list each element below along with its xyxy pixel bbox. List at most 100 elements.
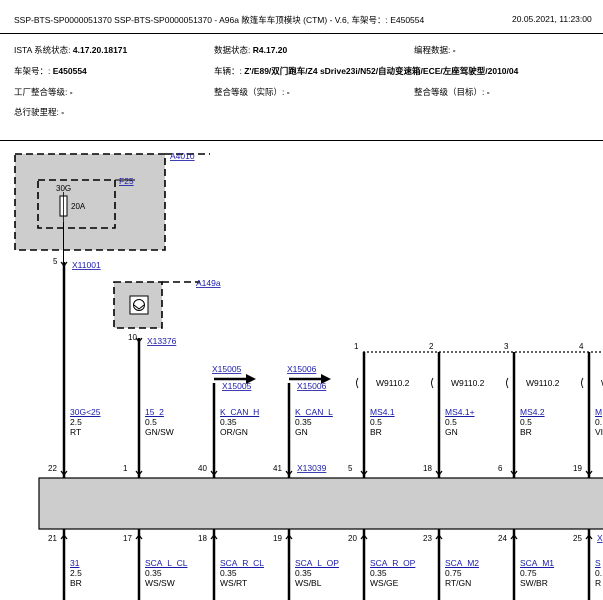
signal-link[interactable]: S: [595, 558, 601, 568]
wire-color: SW/BR: [520, 578, 548, 588]
pin-number: 22: [48, 464, 57, 473]
signal-link[interactable]: MS4.1+: [445, 407, 475, 417]
connector-mark: [585, 534, 593, 540]
connector-link[interactable]: X11001: [72, 260, 101, 270]
signal-link[interactable]: SCA_R_CL: [220, 558, 264, 568]
bus-connector-link[interactable]: X15005: [212, 364, 242, 374]
connector-mark: [285, 470, 293, 476]
vin: 车架号：: E450554: [14, 66, 87, 76]
vehicle: 车辆：: Z'/E89/双门跑车/Z4 sDrive23i/N52/自动变速箱/…: [214, 66, 519, 76]
fuse-terminal-label: 30G: [56, 184, 71, 193]
wire-size: 2.5: [70, 568, 82, 578]
connector-mark: [135, 337, 143, 343]
splice-label: W9110.2: [376, 378, 410, 388]
splice-label: W: [601, 378, 603, 388]
signal-link[interactable]: 31: [70, 558, 80, 568]
wire-size: 0.: [595, 568, 603, 578]
pin-number: 19: [273, 534, 282, 543]
pin-number: 19: [573, 464, 582, 473]
wire-size: 0.75: [445, 568, 462, 578]
wire-label-31: 31 2.5 BR: [70, 558, 82, 588]
pin-number: 18: [198, 534, 207, 543]
wire-label-sca-r-cl: SCA_R_CL 0.35 WS/RT: [220, 558, 264, 588]
wire-color: WS/GE: [370, 578, 399, 588]
switch-icon: [129, 295, 149, 315]
wire-label-m-partial: M 0. VI: [595, 407, 603, 437]
wire-color: GN: [295, 427, 308, 437]
wire-size: 0.35: [370, 568, 387, 578]
print-datetime: 20.05.2021, 11:23:00: [512, 14, 592, 24]
signal-link[interactable]: K_CAN_L: [295, 407, 333, 417]
wire-size: 0.35: [145, 568, 162, 578]
signal-link[interactable]: 30G<25: [70, 407, 101, 417]
pin-number: 6: [498, 464, 503, 473]
signal-link[interactable]: M: [595, 407, 603, 417]
wire-color: BR: [70, 578, 82, 588]
fusebox-id-link[interactable]: A4010: [170, 151, 195, 161]
signal-link[interactable]: SCA_R_OP: [370, 558, 416, 568]
component-id-link[interactable]: A149a: [196, 278, 221, 288]
splice-pin: 3: [504, 342, 509, 351]
pin-number: 18: [423, 464, 432, 473]
signal-link[interactable]: SCA_M1: [520, 558, 555, 568]
factory-integration-level: 工厂整合等级: -: [14, 87, 73, 97]
splice-pin: 1: [354, 342, 359, 351]
info-divider: [0, 140, 603, 141]
pin-number: 17: [123, 534, 132, 543]
wire-label-s-partial: S 0. R: [595, 558, 602, 588]
connector-link[interactable]: X: [597, 533, 603, 543]
signal-link[interactable]: 15_2: [145, 407, 164, 417]
splice-pin: 2: [429, 342, 434, 351]
signal-link[interactable]: SCA_L_CL: [145, 558, 188, 568]
wire-size: 0.5: [445, 417, 457, 427]
wire-color: BR: [520, 427, 532, 437]
integration-level-target: 整合等级（目标）: -: [414, 87, 490, 97]
wire-label-sca-m1: SCA_M1 0.75 SW/BR: [520, 558, 554, 588]
wire-size: 0.5: [520, 417, 532, 427]
wire-label-30g: 30G<25 2.5 RT: [70, 407, 101, 437]
wire-label-ms4-1plus: MS4.1+ 0.5 GN: [445, 407, 475, 437]
signal-link[interactable]: MS4.2: [520, 407, 545, 417]
pin-number: 5: [348, 464, 353, 473]
wire-size: 0.35: [295, 417, 312, 427]
wire-label-ms4-2: MS4.2 0.5 BR: [520, 407, 545, 437]
wire-label-sca-r-op: SCA_R_OP 0.35 WS/GE: [370, 558, 415, 588]
connector-mark: [60, 470, 68, 476]
pin-number: 40: [198, 464, 207, 473]
wire-color: WS/BL: [295, 578, 322, 588]
integration-level-actual: 整合等级（实际）: -: [214, 87, 290, 97]
wire-color: VI: [595, 427, 603, 437]
connector-mark: [60, 261, 68, 267]
bus-connector-link[interactable]: X15006: [287, 364, 317, 374]
programming-data: 编程数据: -: [414, 45, 456, 55]
signal-link[interactable]: SCA_M2: [445, 558, 480, 568]
wire-color: WS/RT: [220, 578, 248, 588]
connector-link[interactable]: X13039: [297, 463, 327, 473]
wire-label-15-2: 15_2 0.5 GN/SW: [145, 407, 174, 437]
connector-link[interactable]: X15006: [297, 381, 327, 391]
wire-size: 0.35: [220, 568, 237, 578]
fuse-f25-box: [37, 179, 116, 229]
wire-color: GN/SW: [145, 427, 174, 437]
pin-number: 24: [498, 534, 507, 543]
connector-mark: [285, 534, 293, 540]
mileage: 总行驶里程: -: [14, 107, 65, 117]
connector-link[interactable]: X13376: [147, 336, 177, 346]
connector-mark: [210, 534, 218, 540]
connector-mark: [360, 534, 368, 540]
switch-icon-mark: [133, 304, 145, 310]
wire-size: 0.35: [220, 417, 237, 427]
splice-bracket: [431, 377, 434, 389]
wire-label-sca-l-cl: SCA_L_CL 0.35 WS/SW: [145, 558, 188, 588]
signal-link[interactable]: SCA_L_OP: [295, 558, 339, 568]
wire-color: R: [595, 578, 602, 588]
connector-link[interactable]: X15005: [222, 381, 252, 391]
signal-link[interactable]: MS4.1: [370, 407, 395, 417]
wire-color: BR: [370, 427, 382, 437]
wire-label-ms4-1: MS4.1 0.5 BR: [370, 407, 395, 437]
pin-number: 21: [48, 534, 57, 543]
wire-color: OR/GN: [220, 427, 248, 437]
pin-number: 41: [273, 464, 282, 473]
signal-link[interactable]: K_CAN_H: [220, 407, 260, 417]
fuse-id-link[interactable]: F25: [119, 176, 134, 186]
